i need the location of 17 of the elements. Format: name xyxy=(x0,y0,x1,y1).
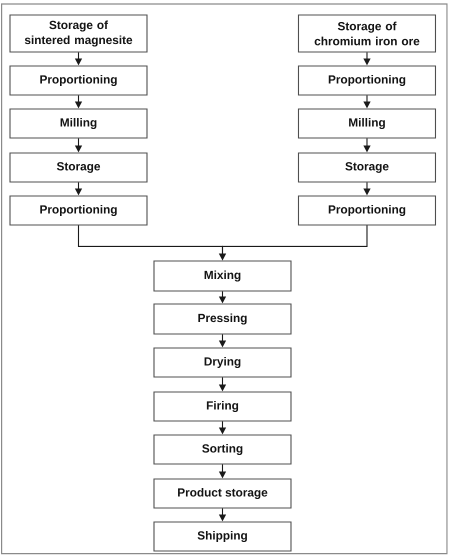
process-box: Mixing xyxy=(153,260,292,292)
process-box: Storage xyxy=(298,152,436,183)
process-box: Firing xyxy=(153,391,292,422)
process-box: Sorting xyxy=(153,434,292,465)
process-box: Milling xyxy=(298,108,436,139)
process-box: Proportioning xyxy=(9,65,148,96)
process-box: Product storage xyxy=(153,478,292,509)
process-box: Shipping xyxy=(153,521,292,552)
process-box: Proportioning xyxy=(9,195,148,226)
process-box: Storage of chromium iron ore xyxy=(298,14,436,53)
process-box: Milling xyxy=(9,108,148,139)
process-box: Proportioning xyxy=(298,195,436,226)
process-box: Pressing xyxy=(153,303,292,335)
process-box: Drying xyxy=(153,347,292,378)
process-box: Storage of sintered magnesite xyxy=(9,14,148,53)
process-box: Storage xyxy=(9,152,148,183)
process-box: Proportioning xyxy=(298,65,436,96)
